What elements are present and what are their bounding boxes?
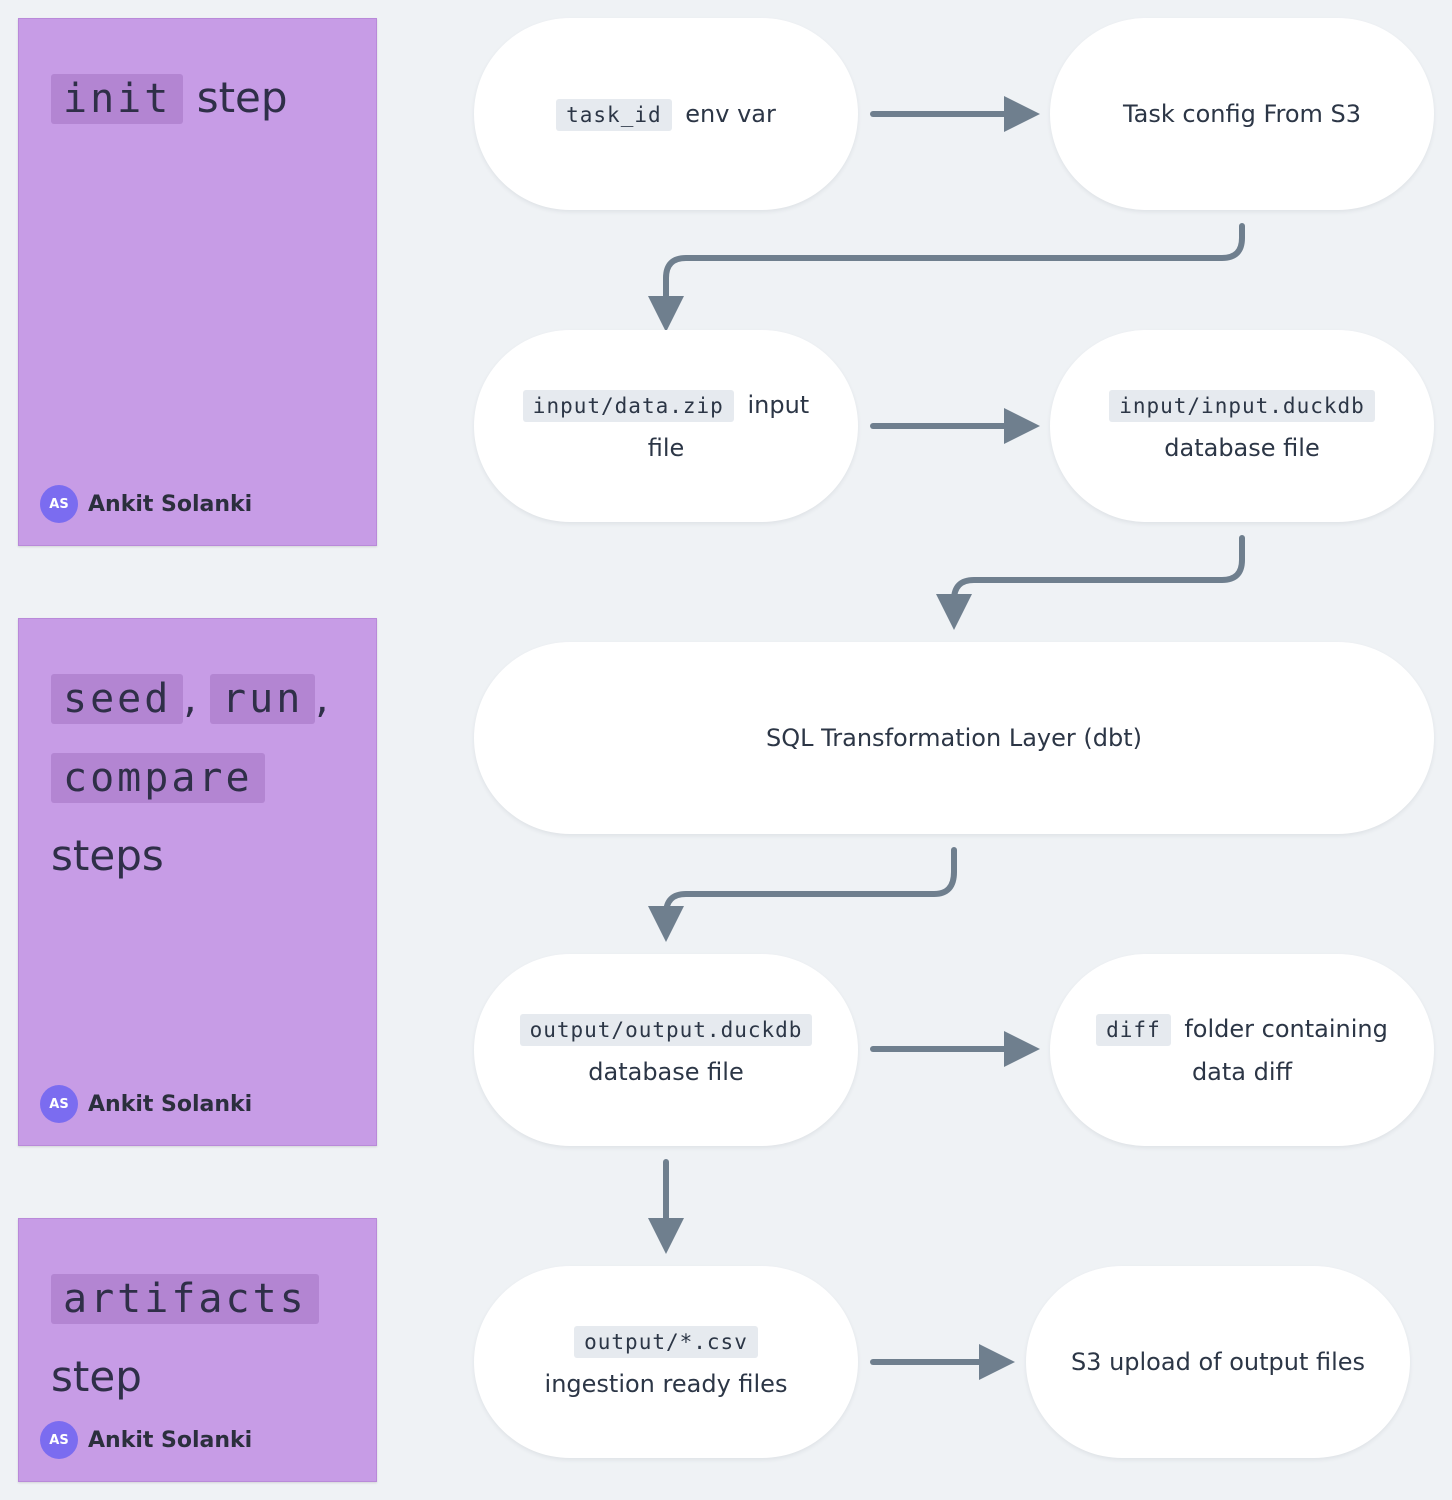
node-code: input/input.duckdb (1109, 389, 1375, 422)
arrow-sql-to-output (648, 847, 957, 942)
note-title: init step (51, 59, 356, 138)
node-code: input/data.zip (522, 389, 734, 422)
note-author: AS Ankit Solanki (40, 1421, 252, 1459)
note-title-text: step (51, 1352, 142, 1401)
avatar: AS (40, 485, 78, 523)
note-separator: , (183, 673, 197, 722)
node-output-duckdb[interactable]: output/output.duckdb database file (474, 954, 858, 1146)
node-code: task_id (556, 98, 672, 131)
node-task-config[interactable]: Task config From S3 (1050, 18, 1434, 210)
node-csv[interactable]: output/*.csv ingestion ready files (474, 1266, 858, 1458)
node-label: task_id env var (556, 93, 776, 136)
avatar: AS (40, 1085, 78, 1123)
node-text: ingestion ready files (544, 1369, 788, 1398)
note-title-text: steps (51, 831, 164, 880)
node-task-id[interactable]: task_id env var (474, 18, 858, 210)
node-sql-layer[interactable]: SQL Transformation Layer (dbt) (474, 642, 1434, 834)
author-name: Ankit Solanki (88, 1427, 253, 1453)
note-title: artifacts step (51, 1259, 356, 1416)
node-text: database file (588, 1057, 744, 1086)
node-s3-upload[interactable]: S3 upload of output files (1026, 1266, 1410, 1458)
note-code: artifacts (51, 1274, 319, 1324)
node-text: SQL Transformation Layer (dbt) (766, 724, 1142, 752)
node-input-duckdb[interactable]: input/input.duckdb database file (1050, 330, 1434, 522)
node-data-zip[interactable]: input/data.zip input file (474, 330, 858, 522)
node-diff[interactable]: diff folder containing data diff (1050, 954, 1434, 1146)
node-text: database file (1164, 433, 1320, 462)
note-code-seed: seed (51, 674, 184, 724)
node-label: input/input.duckdb database file (1109, 384, 1375, 469)
note-title: seed, run, compare steps (51, 659, 356, 895)
note-code-run: run (210, 674, 316, 724)
node-label: output/*.csv ingestion ready files (544, 1320, 788, 1405)
node-label: input/data.zip input file (522, 384, 810, 469)
author-name: Ankit Solanki (88, 1091, 253, 1117)
sticky-note-seed-run-compare[interactable]: seed, run, compare steps AS Ankit Solank… (18, 618, 377, 1146)
note-code-compare: compare (51, 753, 265, 803)
node-text: folder containing (1184, 1014, 1388, 1043)
node-code: diff (1096, 1013, 1171, 1046)
node-label: output/output.duckdb database file (519, 1008, 813, 1093)
node-text-2: data diff (1191, 1057, 1293, 1086)
author-name: Ankit Solanki (88, 491, 253, 517)
node-text: env var (685, 99, 776, 128)
node-code: output/*.csv (574, 1325, 758, 1358)
note-title-text: step (196, 73, 288, 122)
note-author: AS Ankit Solanki (40, 1085, 252, 1123)
sticky-note-init[interactable]: init step AS Ankit Solanki (18, 18, 377, 546)
sticky-note-artifacts[interactable]: artifacts step AS Ankit Solanki (18, 1218, 377, 1482)
node-label: diff folder containing data diff (1096, 1008, 1388, 1093)
note-author: AS Ankit Solanki (40, 485, 252, 523)
note-code: init (51, 74, 184, 124)
arrow-duckdb-to-sql (936, 535, 1245, 630)
note-separator: , (315, 673, 329, 722)
arrow-config-to-datazip (648, 223, 1245, 332)
node-code: output/output.duckdb (519, 1013, 813, 1046)
node-text: S3 upload of output files (1070, 1348, 1366, 1376)
avatar: AS (40, 1421, 78, 1459)
node-text-2: file (647, 433, 685, 462)
node-text: input (747, 390, 810, 419)
node-text: Task config From S3 (1122, 100, 1362, 128)
